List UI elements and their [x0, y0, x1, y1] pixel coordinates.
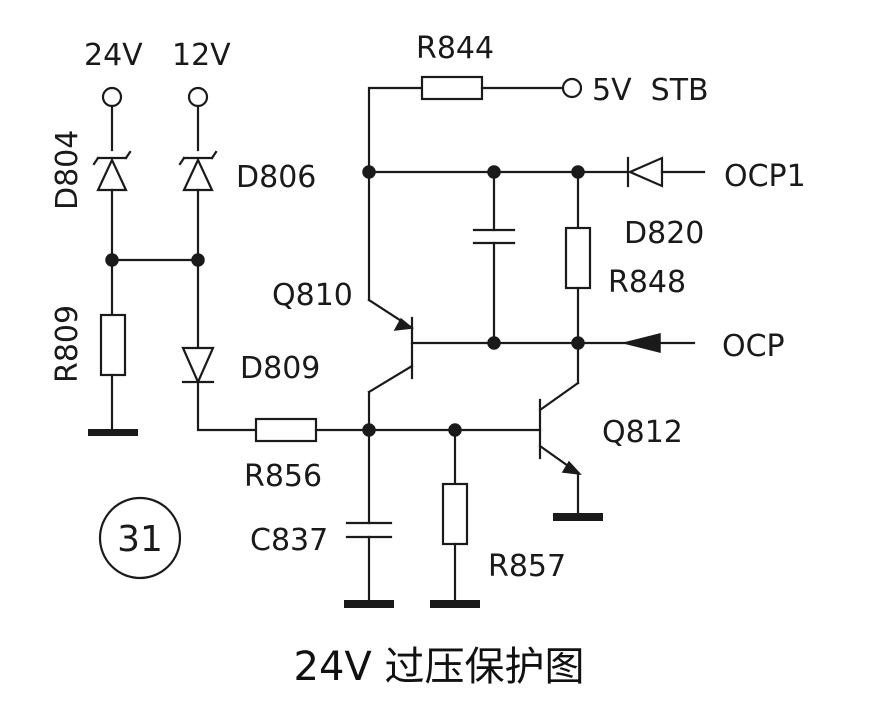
label-d806: D806	[236, 160, 316, 195]
zener-diode-d806	[178, 150, 218, 192]
ground-symbol	[430, 600, 480, 608]
ground-symbol	[553, 513, 603, 521]
resistor-r844	[420, 75, 484, 101]
figure-number-circle	[98, 496, 182, 580]
ground-symbol	[88, 429, 138, 436]
label-q812: Q812	[602, 415, 683, 450]
terminal-5v-stb	[561, 77, 583, 99]
ocp-input-arrow	[623, 333, 661, 353]
junction-dot	[105, 253, 119, 267]
capacitor-c837	[345, 521, 393, 539]
label-ocp: OCP	[722, 329, 785, 364]
label-d820: D820	[624, 216, 704, 251]
resistor-r809	[99, 313, 127, 377]
terminal-12v	[187, 86, 209, 108]
junction-dot	[487, 336, 501, 350]
transistor-q812	[538, 381, 582, 475]
label-d809: D809	[240, 351, 320, 386]
terminal-24v	[101, 86, 123, 108]
label-q810: Q810	[272, 278, 353, 313]
resistor-r856	[254, 417, 318, 443]
capacitor	[472, 228, 516, 245]
label-12v: 12V	[172, 38, 231, 73]
figure-caption: 24V 过压保护图	[293, 644, 585, 690]
label-r857: R857	[488, 549, 566, 584]
label-5v-stb: 5V STB	[592, 73, 709, 108]
zener-diode-d804	[92, 150, 132, 192]
circuit-schematic: 24V 12V D804 D806 R809 D809 R856 C837 R8…	[50, 31, 806, 608]
label-c837: C837	[250, 523, 328, 558]
junction-dot	[362, 165, 376, 179]
label-r844: R844	[416, 31, 494, 66]
transistor-q810	[367, 298, 414, 394]
label-d804: D804	[50, 130, 85, 210]
resistor-r857	[441, 482, 469, 546]
ground-symbol	[344, 600, 394, 608]
label-r856: R856	[244, 459, 322, 494]
wire	[196, 380, 258, 432]
label-24v: 24V	[84, 38, 143, 73]
figure-number: 31	[117, 519, 163, 560]
wire	[367, 86, 424, 174]
label-r848: R848	[608, 265, 686, 300]
diode-d809	[181, 346, 215, 385]
label-ocp1: OCP1	[724, 159, 806, 194]
diode-d820	[626, 156, 664, 188]
label-r809: R809	[50, 305, 85, 383]
resistor-r848	[564, 226, 592, 290]
